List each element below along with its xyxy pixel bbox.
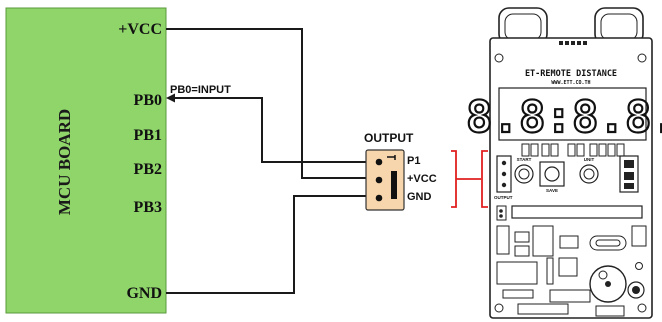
connector-title: OUTPUT: [364, 131, 414, 145]
wire-p1: [172, 97, 372, 163]
pin-label-pb3: PB3: [134, 199, 162, 216]
connector-pin-2: [375, 176, 383, 184]
start-button: [514, 164, 534, 184]
wires: [166, 28, 372, 294]
display-digits: 8.8:8.8.: [466, 92, 662, 143]
pb0-input-annotation: PB0=INPUT: [170, 84, 231, 96]
connector-body: [365, 149, 405, 211]
unit-button: [579, 164, 599, 184]
connector-pin-label-p1: P1: [407, 155, 420, 167]
output-connector: OUTPUT P1 +VCC GND: [364, 131, 437, 211]
start-button-label: START: [517, 157, 532, 162]
wire-gnd: [166, 195, 372, 294]
mcu-board-body: [5, 7, 167, 314]
connector-latch: [391, 171, 397, 199]
pin-label-pb0: PB0: [134, 92, 162, 109]
pin-label-gnd: GND: [126, 285, 162, 302]
save-button-label: SAVE: [546, 188, 558, 193]
mcu-board-label: MCU BOARD: [55, 109, 74, 215]
pin-label-vcc: +VCC: [118, 21, 162, 38]
lower-components: [496, 225, 647, 317]
seven-segment-display: [498, 87, 647, 141]
connector-pin-1: [375, 158, 383, 166]
module-subtitle: WWW.ETT.CO.TH: [551, 80, 590, 86]
connector-pin-label-gnd: GND: [407, 191, 432, 203]
wire-vcc: [166, 28, 372, 179]
connector-pin-3: [375, 194, 383, 202]
red-bracket: [451, 150, 488, 208]
header-strip: [511, 205, 643, 219]
module-output-label: OUTPUT: [494, 195, 513, 200]
mcu-board: MCU BOARD +VCC PB0 PB1 PB2 PB3 GND: [5, 7, 167, 314]
module-title: ET-REMOTE DISTANCE: [525, 69, 617, 79]
component-row: [521, 143, 625, 157]
save-button: [539, 161, 565, 187]
pin-label-pb1: PB1: [134, 127, 162, 144]
connector-pin-label-vcc: +VCC: [407, 173, 437, 185]
unit-button-label: UNIT: [584, 157, 595, 162]
input-arrowhead: [166, 93, 175, 103]
pin-label-pb2: PB2: [134, 161, 162, 178]
remote-distance-module: ET-REMOTE DISTANCE WWW.ETT.CO.TH 8.8:8.8…: [465, 7, 662, 319]
